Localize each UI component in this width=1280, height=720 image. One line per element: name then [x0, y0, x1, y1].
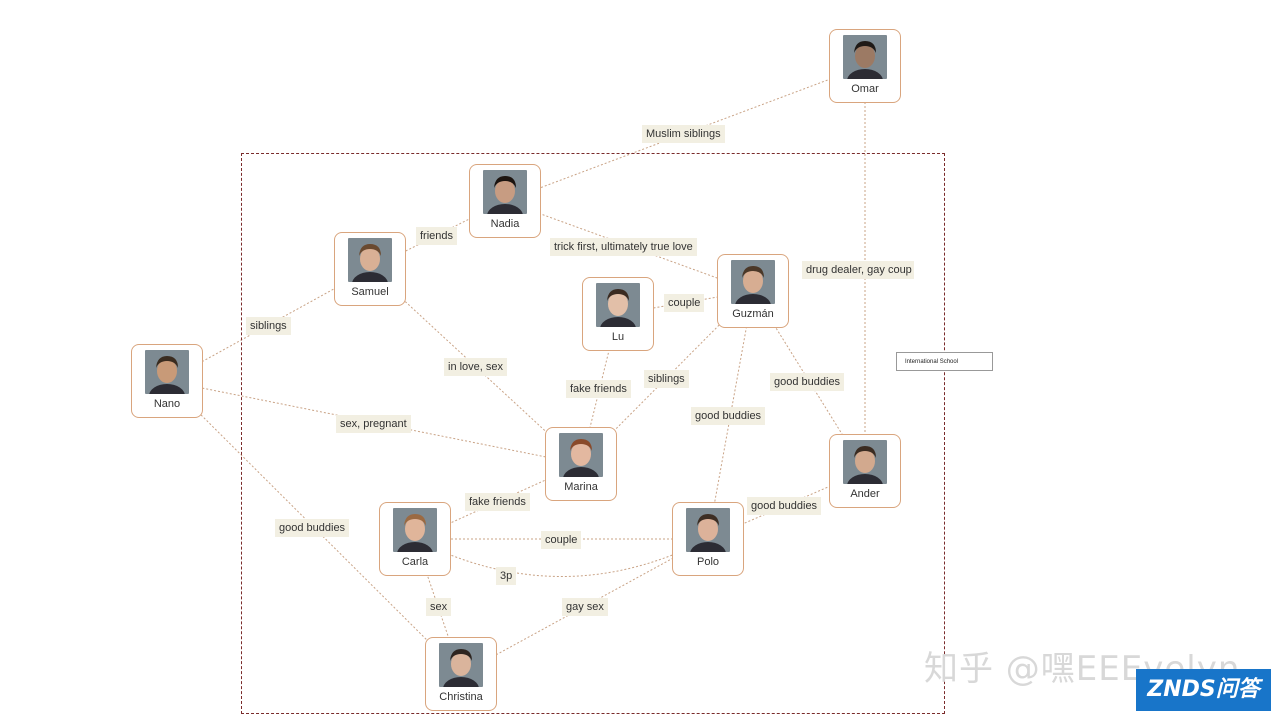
node-name: Christina — [439, 691, 483, 703]
portrait-photo — [559, 433, 603, 477]
portrait-photo — [843, 440, 887, 484]
edge-label: friends — [416, 227, 458, 245]
edge-label: sex — [426, 598, 452, 616]
node-name: Nadia — [490, 218, 520, 230]
node-name: Carla — [401, 556, 429, 568]
node-carla[interactable]: Carla — [379, 502, 451, 576]
edge-label: gay sex — [562, 598, 608, 616]
edge-line-nano-christina — [166, 380, 462, 675]
node-polo[interactable]: Polo — [672, 502, 744, 576]
edge-label: in love, sex — [444, 358, 508, 376]
node-name: Polo — [696, 556, 720, 568]
node-samuel[interactable]: Samuel — [334, 232, 406, 306]
node-guzman[interactable]: Guzmán — [717, 254, 789, 328]
node-name: Ander — [850, 488, 880, 500]
node-christina[interactable]: Christina — [425, 637, 497, 711]
node-nadia[interactable]: Nadia — [469, 164, 541, 238]
edge-label: good buddies — [275, 519, 350, 537]
node-lu[interactable]: Lu — [582, 277, 654, 351]
portrait-photo — [731, 260, 775, 304]
edge-label: drug dealer, gay coup — [802, 261, 914, 279]
node-name: Guzmán — [732, 308, 774, 320]
edge-label: siblings — [246, 317, 291, 335]
edge-label: good buddies — [691, 407, 766, 425]
znds-logo: ZNDS问答 — [1136, 669, 1271, 711]
edge-label: fake friends — [465, 493, 530, 511]
edge-label: fake friends — [566, 380, 631, 398]
edge-label: couple — [664, 294, 705, 312]
node-name: Nano — [153, 398, 181, 410]
portrait-photo — [686, 508, 730, 552]
node-marina[interactable]: Marina — [545, 427, 617, 501]
node-name: Omar — [851, 83, 879, 95]
edge-label: siblings — [644, 370, 689, 388]
node-name: Marina — [564, 481, 598, 493]
portrait-photo — [145, 350, 189, 394]
edge-line-carla-polo — [414, 538, 709, 577]
portrait-photo — [393, 508, 437, 552]
node-ander[interactable]: Ander — [829, 434, 901, 508]
edge-label: good buddies — [747, 497, 822, 515]
node-omar[interactable]: Omar — [829, 29, 901, 103]
portrait-photo — [348, 238, 392, 282]
portrait-photo — [439, 643, 483, 687]
edge-label: Muslim siblings — [642, 125, 725, 143]
group-label: International School — [896, 352, 993, 371]
edge-label: good buddies — [770, 373, 845, 391]
node-name: Samuel — [351, 286, 389, 298]
edge-label: 3p — [496, 567, 517, 585]
edge-label: couple — [541, 531, 582, 549]
international-school-boundary — [241, 153, 945, 714]
edge-label: trick first, ultimately true love — [550, 238, 697, 256]
node-nano[interactable]: Nano — [131, 344, 203, 418]
node-name: Lu — [611, 331, 625, 343]
portrait-photo — [843, 35, 887, 79]
portrait-photo — [483, 170, 527, 214]
edge-label: sex, pregnant — [336, 415, 411, 433]
portrait-photo — [596, 283, 640, 327]
